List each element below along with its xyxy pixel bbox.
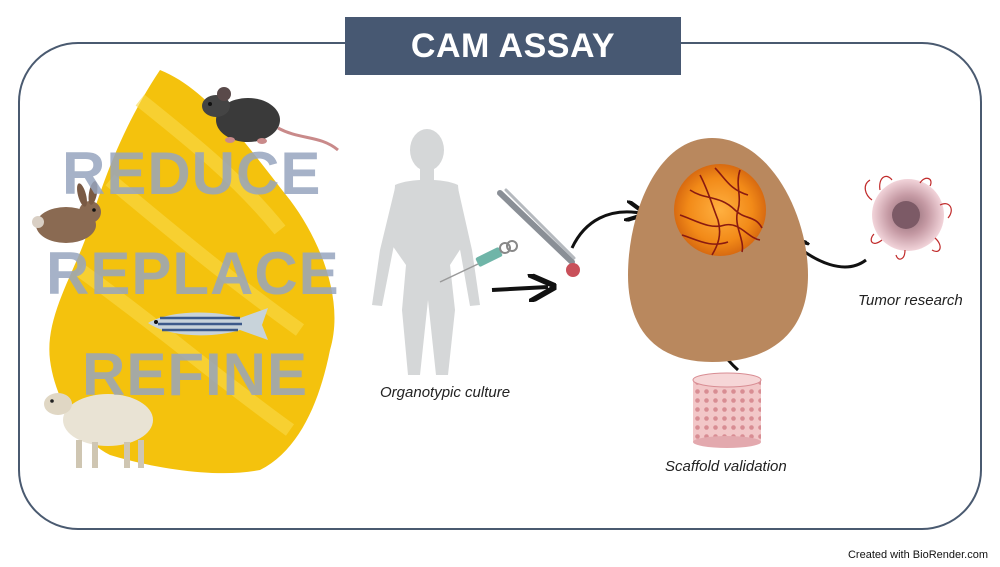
page-title: CAM ASSAY [345,17,681,75]
forceps-icon [497,188,576,265]
three-rs-reduce: REDUCE [62,140,322,207]
syringe-icon [439,240,518,283]
credit-text: Created with BioRender.com [847,549,988,561]
human-silhouette-icon [372,129,480,375]
scaffold-icon [692,372,762,448]
sheep-icon [44,393,153,468]
yellow-brush-stroke [49,70,335,474]
cam-window [674,164,766,256]
tissue-sample-icon [566,263,580,277]
three-rs-replace: REPLACE [46,240,340,307]
tumor-icon [864,175,952,260]
rabbit-icon [32,181,101,243]
three-rs-refine: REFINE [82,341,309,408]
egg-icon [628,138,808,362]
label-tumor-research: Tumor research [858,292,963,309]
label-organotypic-culture: Organotypic culture [380,384,511,401]
zebrafish-icon [148,308,268,340]
mouse-icon [202,87,339,152]
label-scaffold-validation: Scaffold validation [665,458,787,475]
